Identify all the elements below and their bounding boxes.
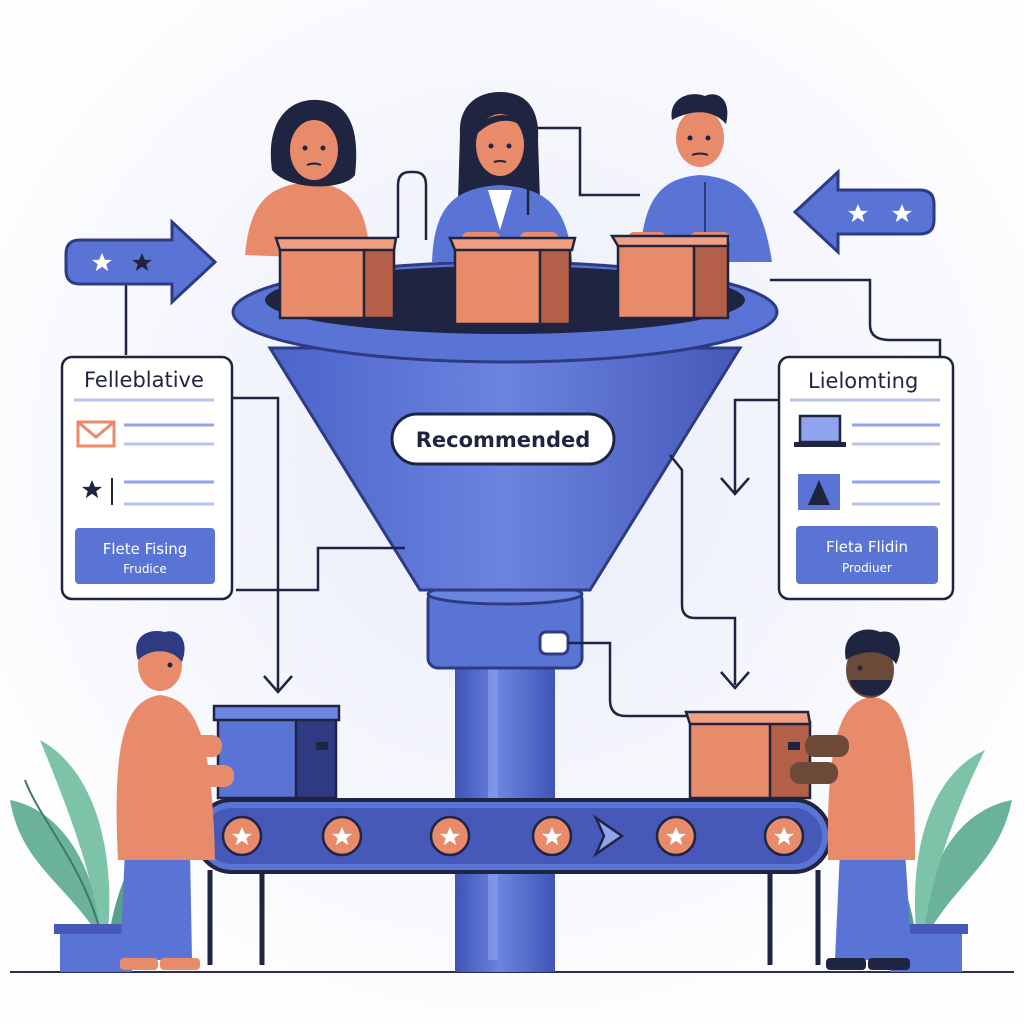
rating-sign-left xyxy=(64,218,218,306)
box-top-right xyxy=(609,234,730,320)
panel-right-title: Lielomting xyxy=(808,369,918,393)
person-man-bottom-left xyxy=(116,630,234,970)
flete-fising-button[interactable]: Flete Fising Frudice xyxy=(75,528,215,584)
arrow-down-icon xyxy=(720,477,750,496)
chevron-right-icon xyxy=(593,814,625,858)
recommended-text: Recommended xyxy=(416,428,591,452)
info-panel-right: Lielomting Fleta Flidin Prodiuer xyxy=(777,355,955,601)
arrow-down-icon xyxy=(263,675,293,694)
svg-text:Fleta Flidin: Fleta Flidin xyxy=(826,538,908,556)
product-icon xyxy=(798,474,840,510)
funnel-valve xyxy=(538,630,570,656)
recommended-label: Recommended xyxy=(390,412,616,466)
box-bottom-left xyxy=(212,704,341,800)
box-bottom-right xyxy=(684,710,812,800)
box-top-left xyxy=(274,236,398,320)
envelope-icon xyxy=(76,420,116,448)
panel-left-title: Felleblative xyxy=(84,368,204,392)
connector-lines xyxy=(124,126,942,718)
svg-text:Frudice: Frudice xyxy=(123,562,167,576)
box-top-center xyxy=(448,236,577,326)
person-man-bottom-right xyxy=(790,629,915,970)
info-panel-left: Felleblative Flete Fising Frudice xyxy=(60,355,234,601)
svg-text:Prodiuer: Prodiuer xyxy=(842,561,892,575)
rating-sign-right xyxy=(792,168,936,256)
arrow-down-icon xyxy=(720,671,750,690)
fleta-flidin-button[interactable]: Fleta Flidin Prodiuer xyxy=(796,526,938,584)
laptop-icon xyxy=(794,414,846,447)
svg-text:Flete Fising: Flete Fising xyxy=(103,540,188,558)
